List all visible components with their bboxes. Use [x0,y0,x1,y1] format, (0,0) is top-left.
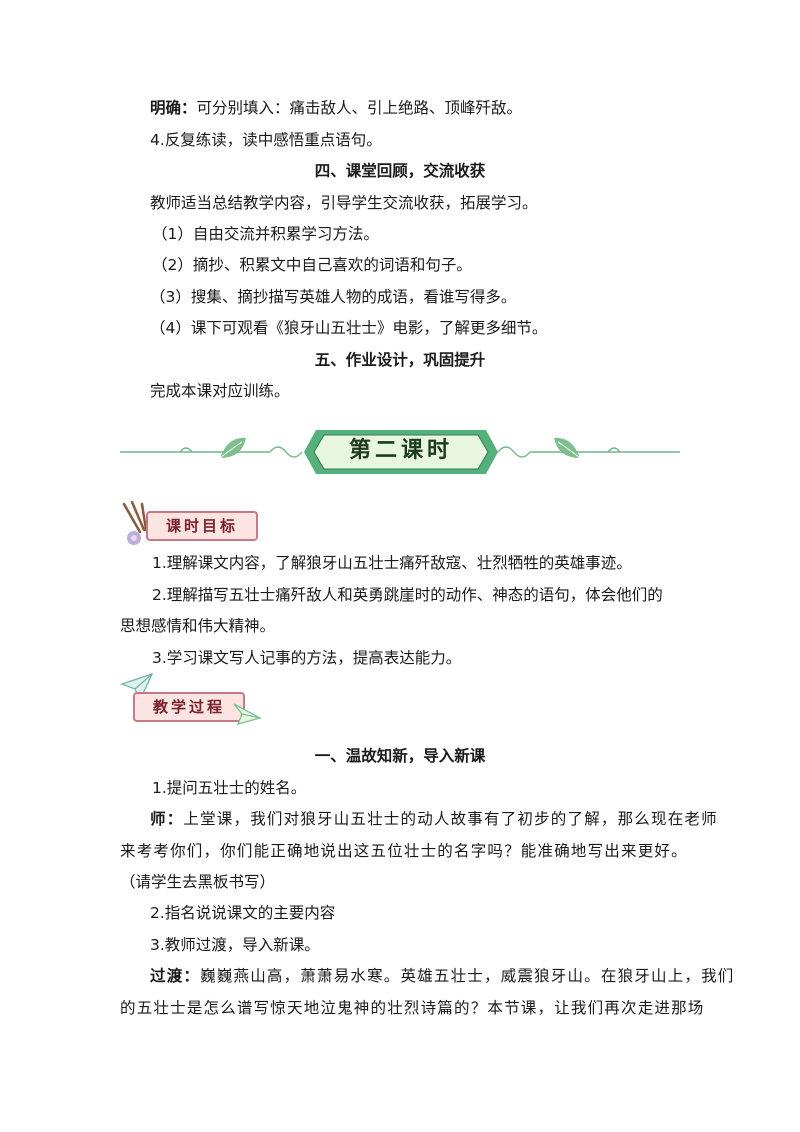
clarify-line: 明确：可分别填入：痛击敌人、引上绝路、顶峰歼敌。 [150,97,522,119]
transition-line: 过渡：巍巍燕山高，萧萧易水寒。英雄五壮士，威震狼牙山。在狼牙山上，我们 [150,965,735,987]
list-item: （2）摘抄、积累文中自己喜欢的词语和句子。 [152,256,472,274]
teacher-line-continued: 来考考你们，你们能正确地说出这五位壮士的名字吗？能准确地写出来更好。 [120,842,688,860]
leaf-icon [554,437,581,459]
leaf-icon [219,437,246,459]
brush-icon [122,500,148,545]
process-badge: 教学过程 [133,692,245,722]
section-heading-5: 五、作业设计，巩固提升 [314,351,486,369]
teacher-text: 上堂课，我们对狼牙山五壮士的动人故事有了初步的了解，那么现在老师 [183,810,718,828]
chapter-banner [120,430,680,474]
list-item: （4）课下可观看《狼牙山五壮士》电影，了解更多细节。 [150,319,548,337]
process-item: 1.提问五壮士的姓名。 [152,779,307,797]
transition-label: 过渡： [150,966,201,985]
objective-item: 2.理解描写五壮士痛歼敌人和英勇跳崖时的动作、神态的语句，体会他们的 [152,586,663,604]
clarify-text: 可分别填入：痛击敌人、引上绝路、顶峰歼敌。 [196,99,523,117]
paragraph: 4.反复练读，读中感悟重点语句。 [150,131,382,149]
paragraph: 教师适当总结教学内容，引导学生交流收获，拓展学习。 [150,194,538,212]
objective-item: 3.学习课文写人记事的方法，提高表达能力。 [152,649,462,667]
section-heading-4: 四、课堂回顾，交流收获 [314,162,486,180]
clarify-label: 明确： [150,99,197,117]
paragraph: 完成本课对应训练。 [150,382,290,400]
objective-item-continued: 思想感情和伟大精神。 [120,617,276,635]
objectives-badge: 课时目标 [146,511,258,541]
teacher-line: 师：上堂课，我们对狼牙山五壮士的动人故事有了初步的了解，那么现在老师 [150,808,718,830]
list-item: （3）搜集、摘抄描写英雄人物的成语，看谁写得多。 [150,288,517,306]
process-item: 2.指名说说课文的主要内容 [150,904,336,922]
section-heading-1: 一、温故知新，导入新课 [314,747,486,765]
objective-item: 1.理解课文内容，了解狼牙山五壮士痛歼敌寇、壮烈牺牲的英雄事迹。 [152,554,632,572]
transition-line-continued: 的五壮士是怎么谱写惊天地泣鬼神的壮烈诗篇的？本节课，让我们再次走进那场 [120,999,705,1017]
note: （请学生去黑板书写） [120,873,276,891]
process-item: 3.教师过渡，导入新课。 [150,936,320,954]
transition-text: 巍巍燕山高，萧萧易水寒。英雄五壮士，威震狼牙山。在狼牙山上，我们 [200,967,735,985]
paper-plane-icon [233,703,262,725]
chapter-title: 第二课时 [348,437,453,463]
list-item: （1）自由交流并积累学习方法。 [152,225,379,243]
teacher-label: 师： [150,809,184,828]
